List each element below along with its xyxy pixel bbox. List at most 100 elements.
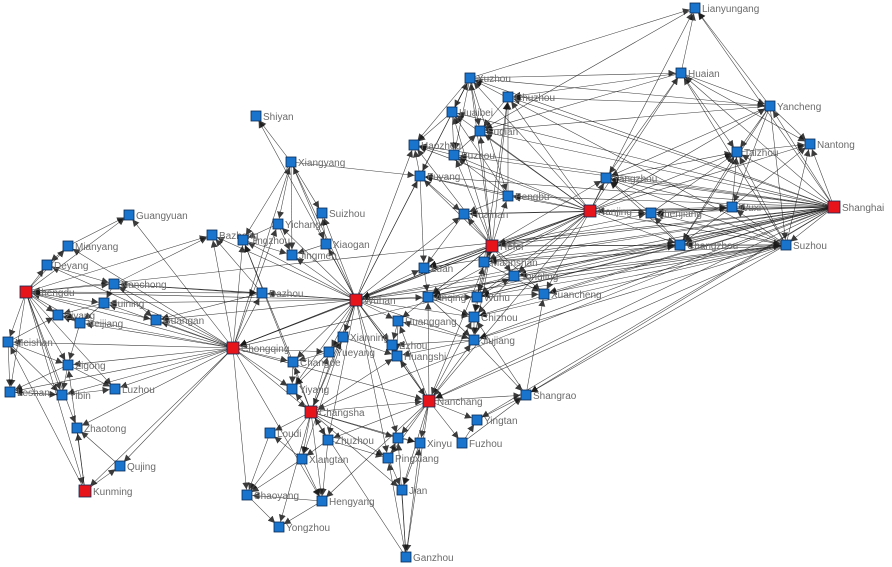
node-neijiang[interactable]	[74, 317, 86, 329]
node-huainan[interactable]	[458, 208, 470, 220]
edge-yancheng-suqian	[485, 105, 771, 134]
node-xuzhou[interactable]	[464, 72, 476, 84]
node-hengyang[interactable]	[316, 495, 328, 507]
edge-wuxi-zhenjiang	[656, 206, 733, 216]
edge-chengdu-meishan	[8, 291, 27, 337]
node-xiangyang[interactable]	[285, 156, 297, 168]
node-bengbu[interactable]	[502, 190, 514, 202]
node-changsha[interactable]	[304, 405, 318, 419]
node-bazhong[interactable]	[206, 229, 218, 241]
node-maanshan[interactable]	[478, 256, 490, 268]
edge-dazhou-bazhong	[215, 238, 263, 294]
node-fuyang[interactable]	[414, 170, 426, 182]
edge-chongqing-ziyang	[63, 313, 234, 349]
label-hengyang: Hengyang	[329, 497, 375, 508]
node-nanjing[interactable]	[583, 204, 597, 218]
node-yancheng[interactable]	[764, 100, 776, 112]
node-suining[interactable]	[98, 297, 110, 309]
node-xiangtan[interactable]	[296, 453, 308, 465]
node-suzhou[interactable]	[780, 239, 792, 251]
node-tongling[interactable]	[508, 270, 520, 282]
edge-wuhu-xuancheng	[476, 291, 539, 299]
node-shanghai[interactable]	[827, 200, 841, 214]
node-chizhou[interactable]	[468, 311, 480, 323]
edge-suzhou-tongling	[519, 244, 787, 279]
label-dazhou: Dazhou	[269, 289, 303, 300]
edge-jiujiang-huanggang	[403, 320, 475, 341]
node-shangrao[interactable]	[520, 389, 532, 401]
node-dazhou[interactable]	[256, 287, 268, 299]
edge-chongqing-xiangyang	[232, 167, 291, 349]
node-wuhan[interactable]	[349, 293, 363, 307]
node-huaian[interactable]	[675, 67, 687, 79]
node-zhenjiang[interactable]	[645, 207, 657, 219]
node-lianyungang[interactable]	[689, 2, 701, 14]
node-anqing[interactable]	[422, 291, 434, 303]
node-zhuzhou[interactable]	[322, 434, 334, 446]
node-nantong[interactable]	[804, 138, 816, 150]
node-mianyang[interactable]	[62, 240, 74, 252]
edge-nanchong-guangan	[113, 283, 153, 317]
node-kunming[interactable]	[78, 484, 92, 498]
node-jian[interactable]	[396, 484, 408, 496]
node-meishan[interactable]	[2, 336, 14, 348]
node-yichun[interactable]	[392, 432, 404, 444]
node-qujing[interactable]	[114, 460, 126, 472]
node-changzhou[interactable]	[674, 239, 686, 251]
edge-chengdu-neijiang	[25, 291, 76, 321]
node-yibin[interactable]	[56, 389, 68, 401]
node-nanchong[interactable]	[108, 278, 120, 290]
node-yueyang[interactable]	[323, 346, 335, 358]
node-leshan[interactable]	[4, 386, 16, 398]
node-shaoyang[interactable]	[241, 489, 253, 501]
node-pingxiang[interactable]	[382, 452, 394, 464]
node-haozhou[interactable]	[408, 139, 420, 151]
node-jingmen[interactable]	[286, 249, 298, 261]
node-luan[interactable]	[418, 262, 430, 274]
node-xuancheng[interactable]	[538, 288, 550, 300]
edge-wuhan-yiyang	[294, 299, 357, 385]
node-yiyang[interactable]	[286, 383, 298, 395]
node-yangzhou[interactable]	[600, 172, 612, 184]
node-changde[interactable]	[287, 356, 299, 368]
node-nanchang[interactable]	[422, 394, 436, 408]
node-yichang[interactable]	[272, 218, 284, 230]
node-jiujiang[interactable]	[468, 334, 480, 346]
node-wuxi[interactable]	[726, 201, 738, 213]
node-guangan[interactable]	[150, 314, 162, 326]
edge-shanghai-xuzhou	[475, 78, 835, 208]
node-chuzhou[interactable]	[502, 91, 514, 103]
label-ziyang: Ziyang	[65, 311, 95, 322]
node-jingzhou[interactable]	[237, 234, 249, 246]
node-ganzhou[interactable]	[400, 551, 412, 563]
node-hefei[interactable]	[485, 239, 499, 253]
node-wuhu[interactable]	[471, 291, 483, 303]
node-suqian[interactable]	[474, 125, 486, 137]
node-luzhou[interactable]	[109, 383, 121, 395]
node-suzhou2[interactable]	[448, 149, 460, 161]
node-xianning[interactable]	[337, 331, 349, 343]
edge-xuzhou-lianyungang	[469, 8, 690, 79]
node-yingtan[interactable]	[471, 414, 483, 426]
node-zigong[interactable]	[62, 359, 74, 371]
node-taizhou[interactable]	[731, 146, 743, 158]
node-ziyang[interactable]	[52, 309, 64, 321]
node-guangyuan[interactable]	[123, 209, 135, 221]
node-zhaotong[interactable]	[71, 422, 83, 434]
node-deyang[interactable]	[41, 259, 53, 271]
node-suizhou[interactable]	[316, 207, 328, 219]
node-chengdu[interactable]	[19, 285, 33, 299]
node-yongzhou[interactable]	[273, 521, 285, 533]
node-huaibei[interactable]	[446, 106, 458, 118]
node-chongqing[interactable]	[226, 341, 240, 355]
node-ezhou[interactable]	[386, 339, 398, 351]
node-xiaogan[interactable]	[320, 238, 332, 250]
node-fuzhou[interactable]	[456, 437, 468, 449]
node-huanggang[interactable]	[392, 315, 404, 327]
node-shiyan[interactable]	[250, 110, 262, 122]
edge-wuhan-guangan	[161, 299, 357, 323]
node-huangshi[interactable]	[391, 350, 403, 362]
node-loudi[interactable]	[264, 427, 276, 439]
node-xinyu[interactable]	[414, 437, 426, 449]
edge-huaibei-suzhou2	[449, 111, 457, 150]
